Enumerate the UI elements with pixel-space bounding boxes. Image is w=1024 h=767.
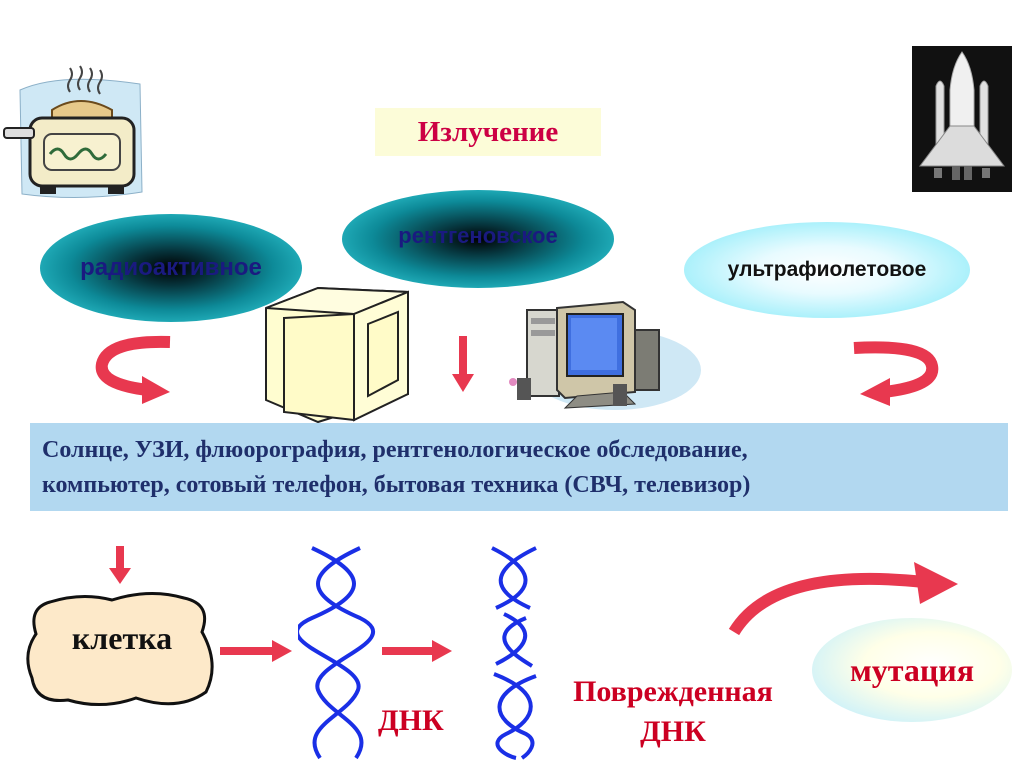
ultraviolet-label: ультрафиолетовое	[727, 258, 927, 281]
mutation-oval: мутация	[812, 618, 1012, 722]
arrow-right-2-icon	[382, 640, 452, 662]
curved-arrow-left-icon	[88, 334, 178, 406]
arrow-right-1-icon	[220, 640, 292, 662]
xray-label: рентгеновское	[398, 223, 558, 248]
arc-arrow-icon	[724, 556, 960, 638]
cell-label: клетка	[71, 620, 173, 656]
sources-line-2: компьютер, сотовый телефон, бытовая техн…	[42, 472, 751, 498]
space-shuttle-icon	[912, 46, 1012, 192]
down-arrow-2-icon	[109, 546, 131, 586]
dna-helix-icon	[295, 544, 378, 762]
damaged-dna-label-line1: Поврежденная	[573, 675, 773, 708]
damaged-dna-label: Поврежденная ДНК	[548, 672, 798, 752]
desktop-computer-icon	[505, 300, 701, 412]
page-title: Излучение	[375, 108, 601, 156]
damaged-dna-helix-icon	[476, 544, 556, 762]
damaged-dna-label-line2: ДНК	[640, 715, 706, 748]
ultraviolet-oval: ультрафиолетовое	[684, 222, 970, 318]
tv-monitor-icon	[258, 284, 414, 426]
dna-label: ДНК	[378, 704, 444, 737]
cell-shape: клетка	[22, 588, 222, 712]
radioactive-oval: радиоактивное	[40, 214, 302, 322]
mutation-label: мутация	[849, 651, 975, 688]
radioactive-label: радиоактивное	[80, 254, 262, 281]
curved-arrow-right-icon	[848, 338, 944, 408]
sources-line-1: Солнце, УЗИ, флюорография, рентгенологич…	[42, 437, 748, 463]
toaster-icon	[0, 62, 150, 202]
xray-oval: рентгеновское	[342, 190, 614, 288]
down-arrow-icon	[452, 336, 474, 394]
sources-box: Солнце, УЗИ, флюорография, рентгенологич…	[30, 423, 1008, 511]
